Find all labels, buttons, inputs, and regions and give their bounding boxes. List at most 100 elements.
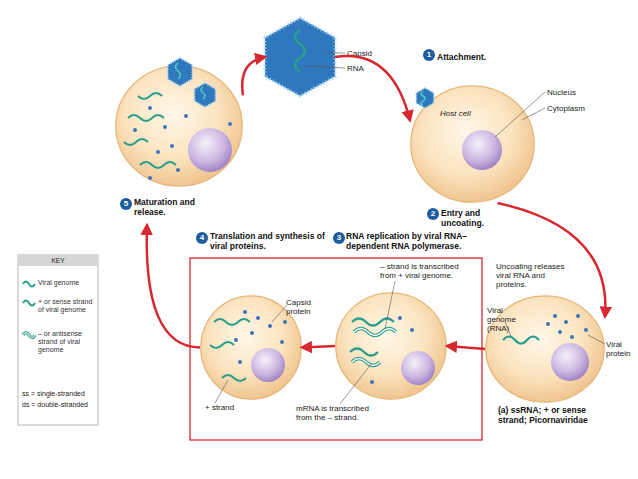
cycle-arrow xyxy=(498,203,606,317)
legend-note: ds = double-stranded xyxy=(22,401,96,410)
node-label: Nucleus xyxy=(547,88,602,97)
viral-protein xyxy=(234,338,238,342)
nucleus xyxy=(551,343,589,381)
viral-protein xyxy=(250,331,254,335)
viral-protein xyxy=(228,122,232,126)
minus-strand-core xyxy=(23,333,35,338)
legend-text: Viral genome xyxy=(38,279,96,287)
host-cell: Maturation and release. xyxy=(115,65,243,225)
leader-line xyxy=(385,281,395,329)
minus-strand-sample xyxy=(23,333,35,338)
viral-rna xyxy=(176,63,181,79)
legend-sample xyxy=(22,278,36,290)
callout-number: 3 xyxy=(333,232,345,244)
viral-protein xyxy=(370,380,374,384)
leader-line xyxy=(340,363,372,404)
leader-line xyxy=(215,380,228,403)
node-label: Capsid protein xyxy=(286,298,322,316)
viral-protein xyxy=(576,314,580,318)
node-label: mRNA is transcribed from the – strand. xyxy=(296,404,386,422)
legend-sample xyxy=(22,297,36,309)
step-heading: Maturation and release. xyxy=(134,197,214,217)
capsid-shell xyxy=(265,18,335,96)
cycle-arrow xyxy=(335,56,410,120)
plus-strand xyxy=(350,349,378,356)
leader-line xyxy=(505,322,511,336)
viral-protein xyxy=(280,340,284,344)
node-label: Cytoplasm xyxy=(547,104,602,113)
nucleus xyxy=(188,128,232,172)
viral-rna xyxy=(140,162,176,168)
viral-rna xyxy=(503,337,539,344)
viral-proteins xyxy=(133,106,588,384)
callout-number: 4 xyxy=(196,232,208,244)
viral-protein xyxy=(558,330,562,334)
viral-protein xyxy=(553,314,557,318)
viral-protein xyxy=(148,106,152,110)
cell-membrane xyxy=(486,296,604,402)
host-cell: Uncoating releases viral RNA and protein… xyxy=(485,295,605,403)
node-label: + strand xyxy=(205,403,245,412)
viral-protein xyxy=(546,322,550,326)
cell-membrane xyxy=(411,86,534,202)
virus-particle xyxy=(195,83,216,107)
virus-particle xyxy=(416,88,433,108)
viral-rna xyxy=(138,93,162,99)
viral-protein xyxy=(398,316,402,320)
key-box xyxy=(18,255,98,425)
host-cell: Attachment.Host cellNucleusCytoplasm xyxy=(410,85,535,203)
strand-sample xyxy=(23,282,35,287)
node-label: – strand is transcribed from + viral gen… xyxy=(380,262,472,280)
cell-membrane xyxy=(336,293,446,399)
plus-strand xyxy=(352,319,394,326)
strand-sample xyxy=(23,301,35,306)
plus-strand xyxy=(210,342,234,348)
minus-strand-core xyxy=(354,329,396,336)
viral-rna xyxy=(124,139,148,145)
step-heading: Attachment. xyxy=(437,52,517,62)
viral-protein xyxy=(584,328,588,332)
viral-protein xyxy=(184,114,188,118)
viral-protein xyxy=(156,150,160,154)
step-heading: RNA replication by viral RNA–dependent R… xyxy=(346,231,486,251)
viral-protein xyxy=(176,168,180,172)
callout-number: 5 xyxy=(120,198,132,210)
leader-line xyxy=(522,108,545,120)
legend-text: + or sense strand of viral genome xyxy=(38,298,96,314)
viral-protein xyxy=(243,310,247,314)
plus-strand xyxy=(222,375,246,381)
legend-text: – or antisense strand of viral genome xyxy=(38,330,96,354)
legend-sample xyxy=(22,329,36,341)
minus-strand-core xyxy=(352,359,380,366)
legend-title: KEY xyxy=(18,257,98,265)
stage-frame xyxy=(190,258,482,440)
leader-line xyxy=(588,335,605,344)
viral-protein xyxy=(564,320,568,324)
host-cell: RNA replication by viral RNA–dependent R… xyxy=(335,292,447,400)
viral-rna xyxy=(201,87,205,99)
viral-protein xyxy=(283,320,287,324)
viral-protein xyxy=(170,144,174,148)
leader-line xyxy=(495,92,545,137)
viral-protein xyxy=(133,128,137,132)
key-header xyxy=(18,255,98,266)
host-cell: Translation and synthesis of viral prote… xyxy=(200,295,302,400)
node-label: Viral protein xyxy=(606,340,638,358)
nucleus xyxy=(251,348,285,382)
viral-protein xyxy=(570,335,574,339)
step-heading: Entry and uncoating. xyxy=(441,208,511,228)
node-label: Uncoating releases viral RNA and protein… xyxy=(496,262,576,289)
viral-protein xyxy=(268,324,272,328)
viral-protein xyxy=(238,360,242,364)
leader-line xyxy=(326,53,345,54)
viral-rna xyxy=(421,91,425,105)
minus-strand xyxy=(352,359,380,366)
viral-protein xyxy=(148,176,152,180)
nucleus xyxy=(462,130,502,170)
leader-line xyxy=(272,305,287,322)
nucleus xyxy=(401,351,435,385)
